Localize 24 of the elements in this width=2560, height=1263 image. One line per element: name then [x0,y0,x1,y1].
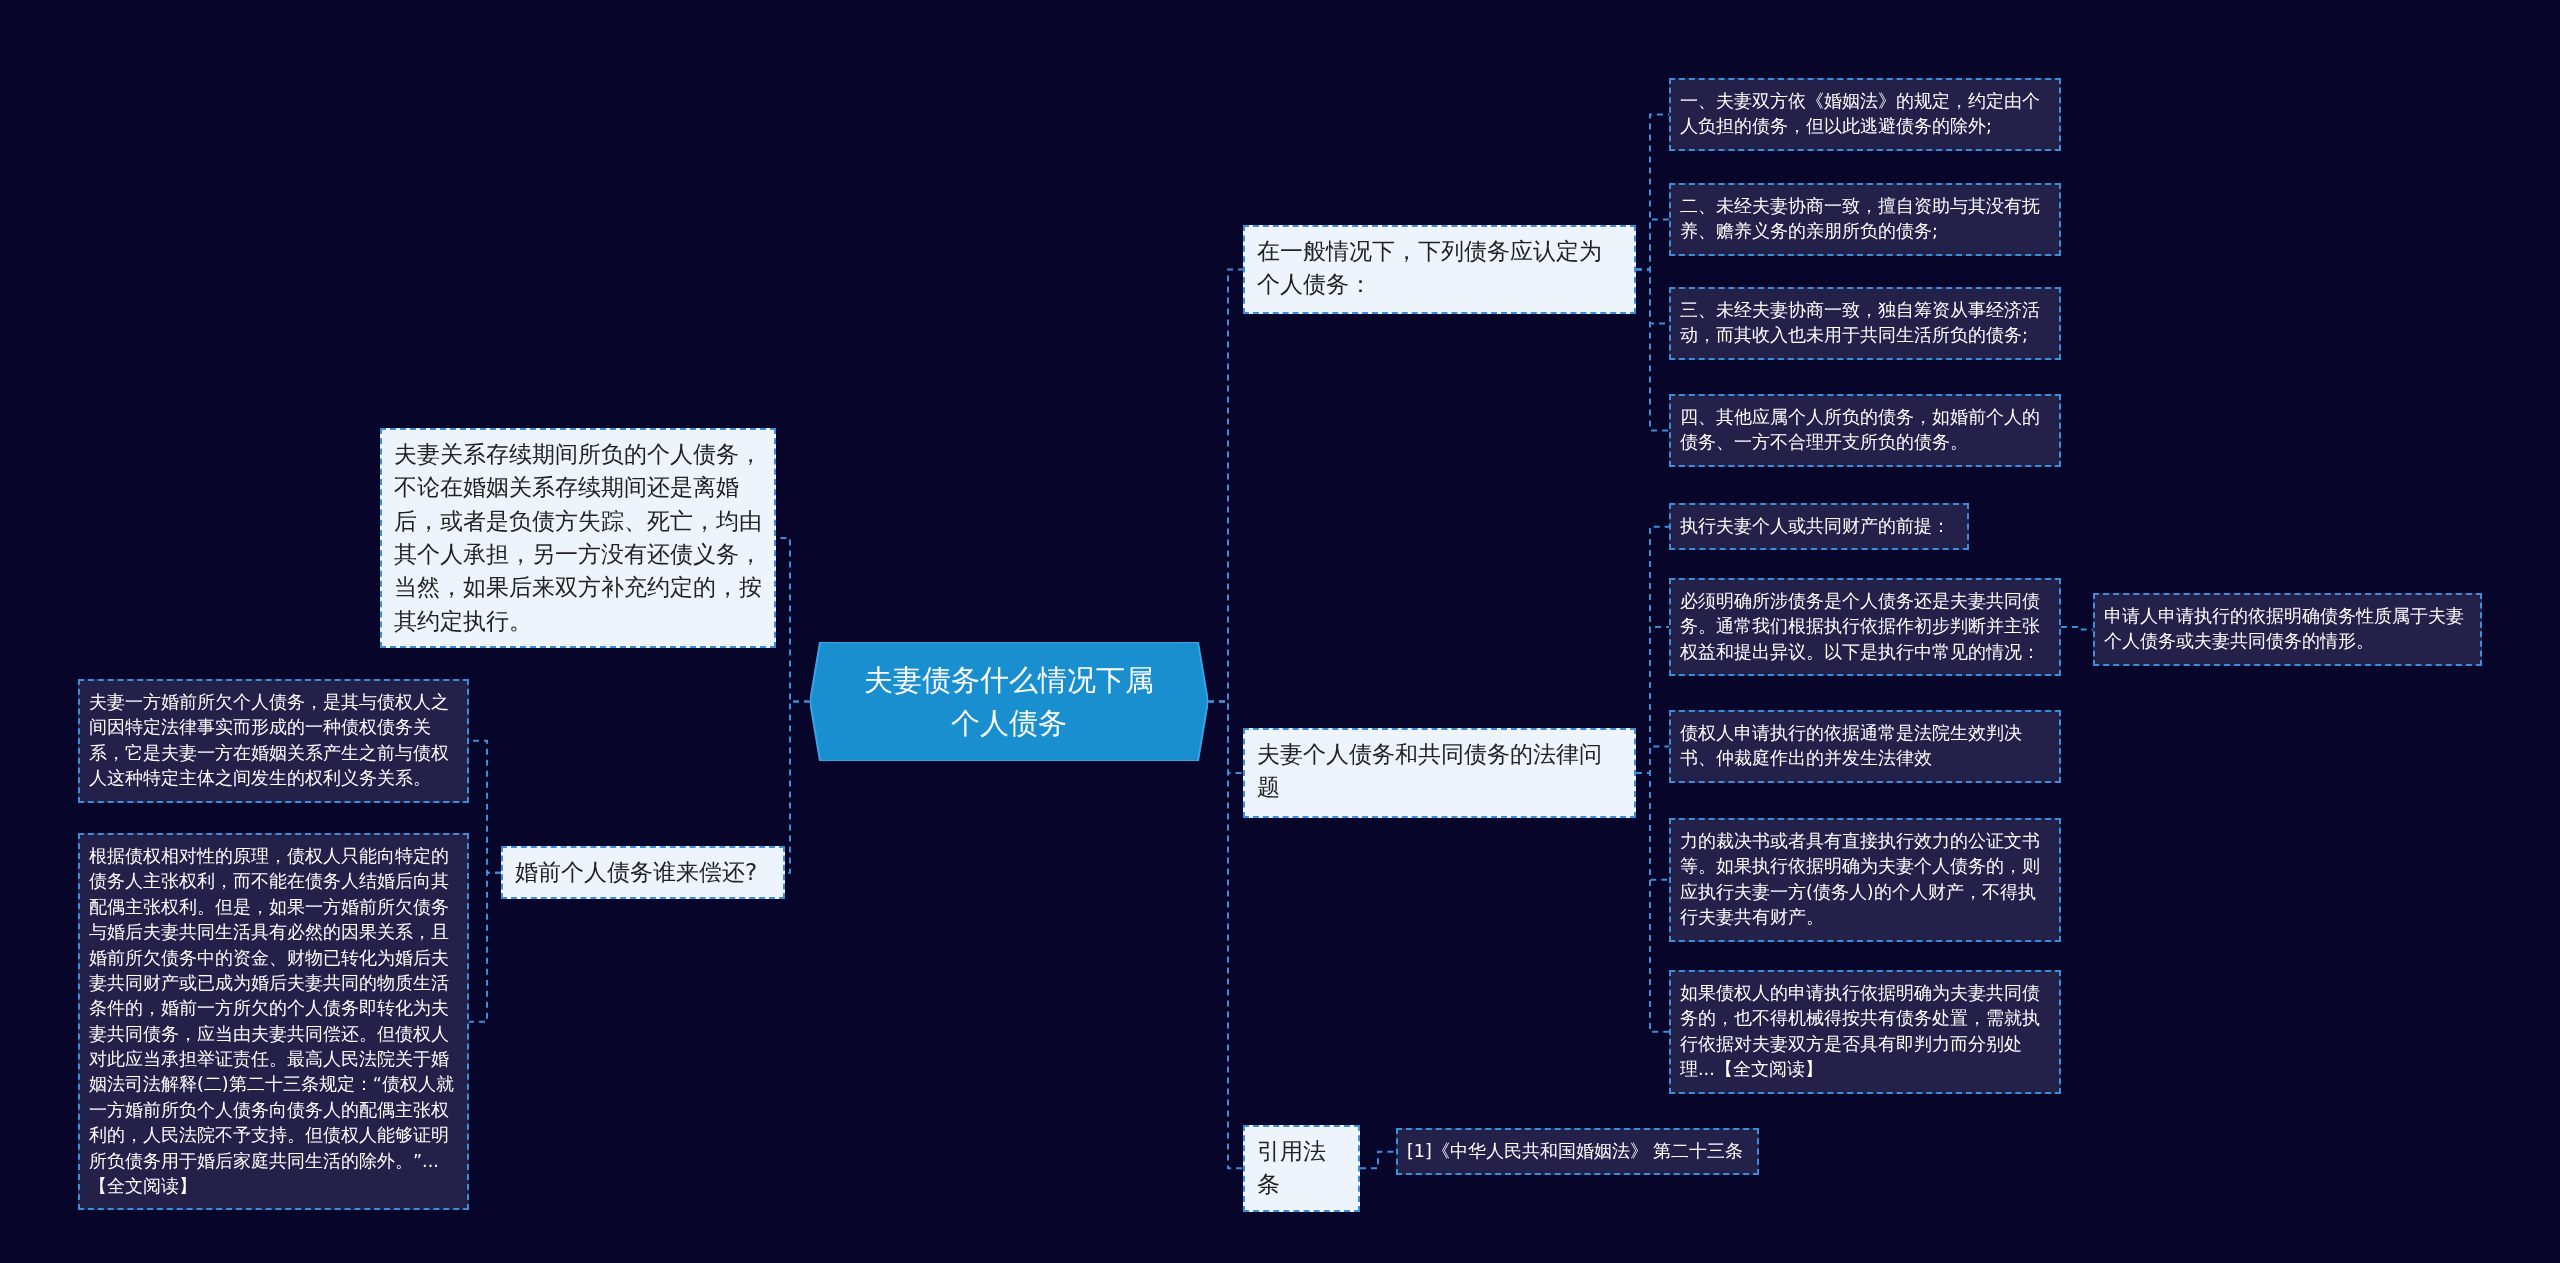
note-box: 四、其他应属个人所负的债务，如婚前个人的债务、一方不合理开支所负的债务。 [1669,394,2061,467]
note-box: 必须明确所涉债务是个人债务还是夫妻共同债务。通常我们根据执行依据作初步判断并主张权益和提出异议。以下是执行中常见的情况： [1669,578,2061,677]
note-box: 如果债权人的申请执行依据明确为夫妻共同债务的，也不得机械得按共有债务处置，需就执行依据对夫妻双方是否具有即判力而分别处理...【全文阅读】 [1669,970,2061,1094]
topic-box: 夫妻个人债务和共同债务的法律问题 [1243,728,1636,818]
topic-box: 在一般情况下，下列债务应认定为个人债务： [1243,225,1636,314]
connector-line [1635,268,1670,432]
note-box: 债权人申请执行的依据通常是法院生效判决书、仲裁庭作出的并发生法律效 [1669,710,2061,783]
note-box: 夫妻一方婚前所欠个人债务，是其与债权人之间因特定法律事实而形成的一种债权债务关系，它是夫妻一方在婚姻关系产生之前与债权人这种特定主体之间发生的权利义务关系。 [78,679,469,803]
note-box: [1]《中华人民共和国婚姻法》 第二十三条 [1396,1128,1759,1176]
connector-line [468,871,502,1023]
note-box: 根据债权相对性的原理，债权人只能向特定的债务人主张权利，而不能在债务人结婚后向其配偶主张权利。但是，如果一方婚前所欠债务与婚后夫妻共同生活具有必然的因果关系，且婚前所欠债务中的资金、财物已转化为婚后夫妻共同财产或已成为婚后夫妻共同的物质生活条件的，婚前一方所欠的个人债务即转化为夫妻共同债务，应当由夫妻共同偿还。但债权人对此应当承担举证责任。最高人民法院关于婚姻法司法解释(二)第二十三条规定：“债权人就一方婚前所负个人债务向债务人的配偶主张权利的，人民法院不予支持。但债权人能够证明所负债务用于婚后家庭共同生活的除外。”...【全文阅读】 [78,833,469,1211]
central-topic-hexagon: 夫妻债务什么情况下属个人债务 [810,642,1208,761]
note-box: 申请人申请执行的依据明确债务性质属于夫妻个人债务或夫妻共同债务的情形。 [2093,593,2482,666]
connector-line [1635,772,1670,1033]
connector-line [1207,700,1244,1170]
note-box: 三、未经夫妻协商一致，独自筹资从事经济活动，而其收入也未用于共同生活所负的债务; [1669,287,2061,360]
note-box: 二、未经夫妻协商一致，擅自资助与其没有抚养、赡养义务的亲朋所负的债务; [1669,183,2061,256]
connector-line [2060,626,2094,631]
topic-box: 婚前个人债务谁来偿还? [501,846,785,900]
note-box: 执行夫妻个人或共同财产的前提： [1669,503,1969,551]
topic-box: 引用法条 [1243,1125,1360,1212]
topic-box: 夫妻关系存续期间所负的个人债务，不论在婚姻关系存续期间还是离婚后，或者是负债方失踪、死亡，均由其个人承担，另一方没有还债义务，当然，如果后来双方补充约定的，按其约定执行。 [380,428,776,649]
note-box: 力的裁决书或者具有直接执行效力的公证文书等。如果执行依据明确为夫妻个人债务的，则应执行夫妻一方(债务人)的个人财产，不得执行夫妻共有财产。 [1669,818,2061,942]
note-box: 一、夫妻双方依《婚姻法》的规定，约定由个人负担的债务，但以此逃避债务的除外; [1669,78,2061,151]
